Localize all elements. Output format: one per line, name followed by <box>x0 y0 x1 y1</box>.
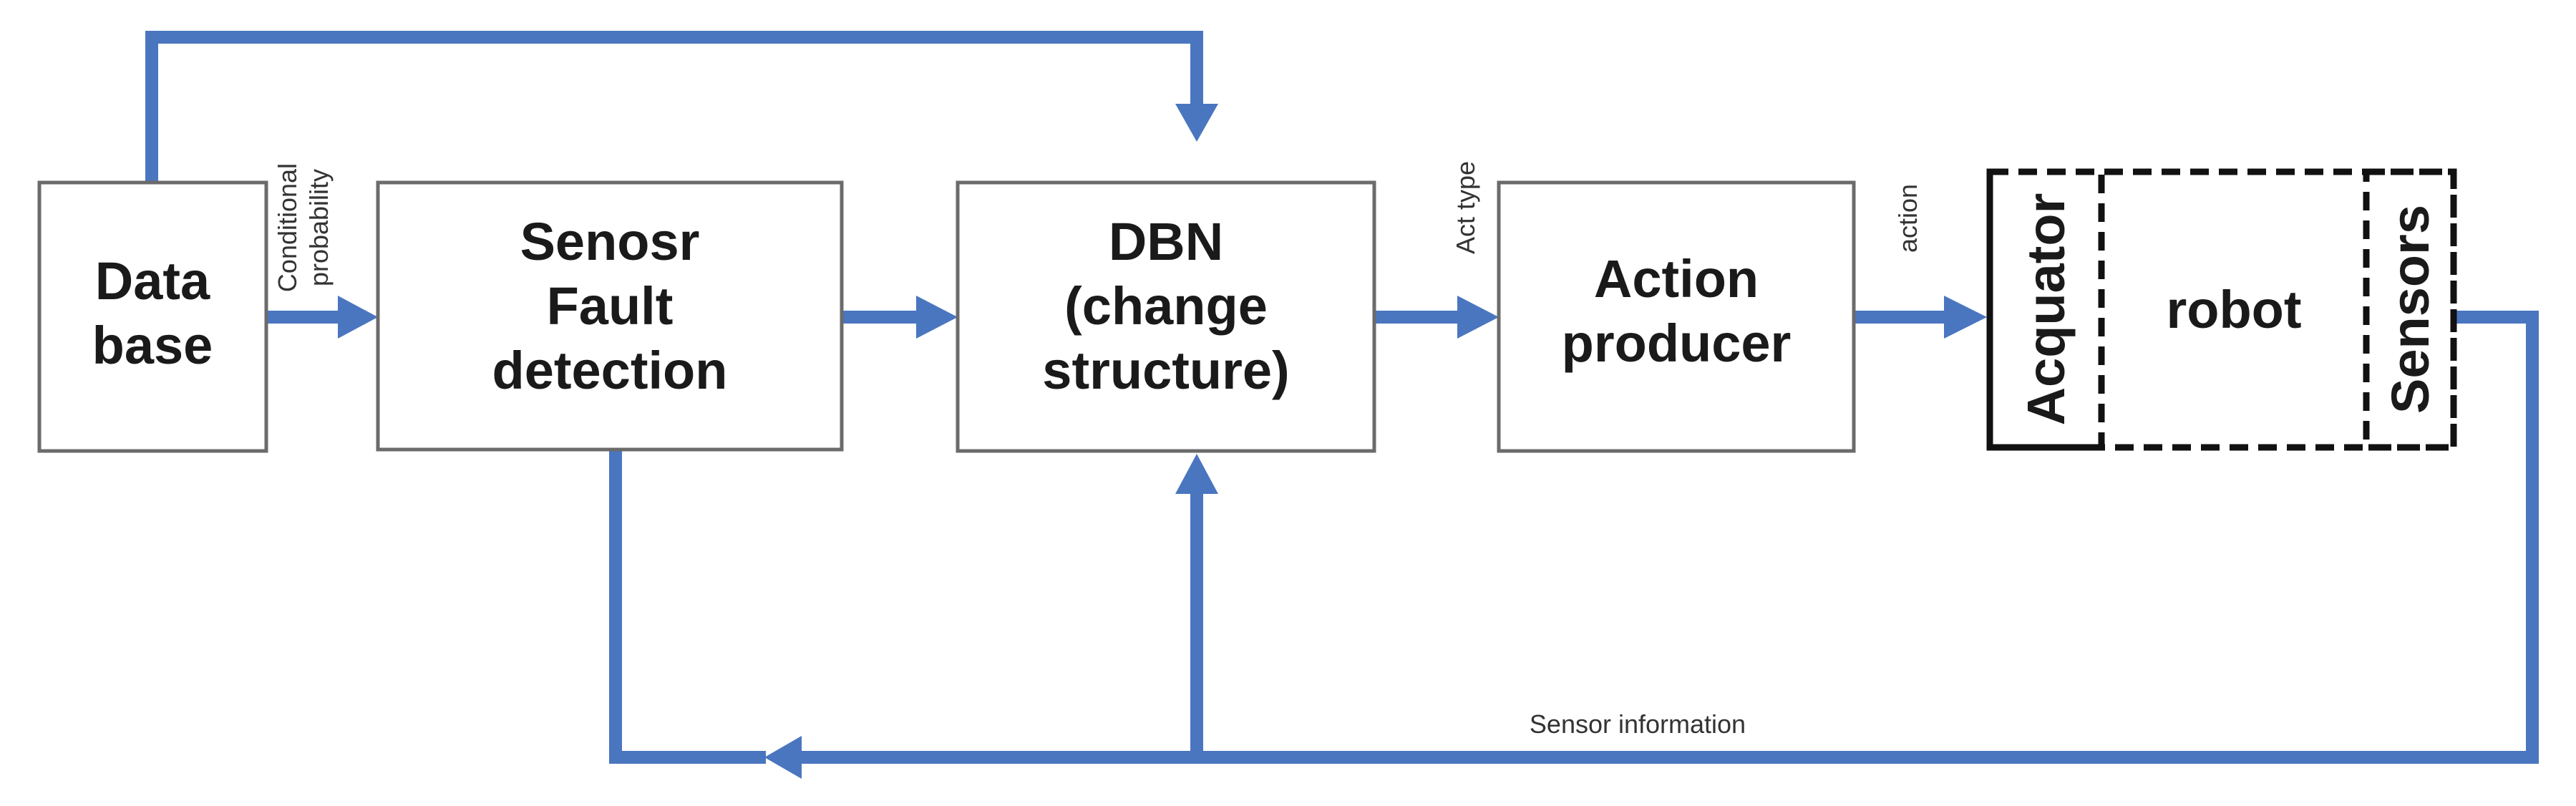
fault-down-wire <box>609 450 766 764</box>
acquator-label: Acquator <box>2016 193 2076 426</box>
sensor-feedback-arrowhead <box>764 736 802 779</box>
database-label-line-1: Data <box>95 251 210 311</box>
act-type-label: Act type <box>1451 161 1480 254</box>
acquator-sub-block <box>1986 168 2105 451</box>
fault-to-dbn-arrowhead <box>916 296 958 339</box>
fault-detection-block: Senosr Fault detection <box>376 180 844 452</box>
database-to-dbn-wire <box>145 31 1203 183</box>
fault-detection-label-line-1: Senosr <box>520 212 700 271</box>
robot-label: robot <box>2166 280 2301 339</box>
sensors-label: Sensors <box>2381 205 2440 414</box>
action-edge-label: action <box>1893 184 1923 253</box>
fault-detection-label-line-3: detection <box>492 341 728 400</box>
dbn-label-line-3: structure) <box>1042 341 1289 400</box>
database-to-fault-arrowhead <box>338 296 378 339</box>
conditional-label-line-2: probability <box>304 169 334 286</box>
feedback-to-dbn-arrowhead <box>1175 454 1218 494</box>
dbn-to-action-arrowhead <box>1457 296 1499 339</box>
database-block: Data base <box>37 180 268 453</box>
dbn-label-line-2: (change <box>1064 276 1268 336</box>
conditional-label-line-1: Conditional <box>273 163 302 292</box>
dbn-block: DBN (change structure) <box>956 180 1376 453</box>
fault-detection-label-line-2: Fault <box>547 276 674 336</box>
action-producer-label-line-1: Action <box>1594 249 1759 309</box>
sensor-information-label: Sensor information <box>1530 709 1746 739</box>
sensors-sub-block <box>2363 168 2457 451</box>
action-to-robot-arrowhead <box>1944 296 1987 339</box>
action-producer-label-line-2: producer <box>1562 314 1792 373</box>
action-producer-block: Action producer <box>1497 180 1856 453</box>
dbn-label-line-1: DBN <box>1109 212 1223 271</box>
sensor-feedback-wire <box>802 311 2539 764</box>
database-label-line-2: base <box>92 316 213 375</box>
database-to-dbn-arrowhead <box>1175 104 1218 142</box>
robot-block: robot Acquator Sensors <box>1986 168 2457 451</box>
